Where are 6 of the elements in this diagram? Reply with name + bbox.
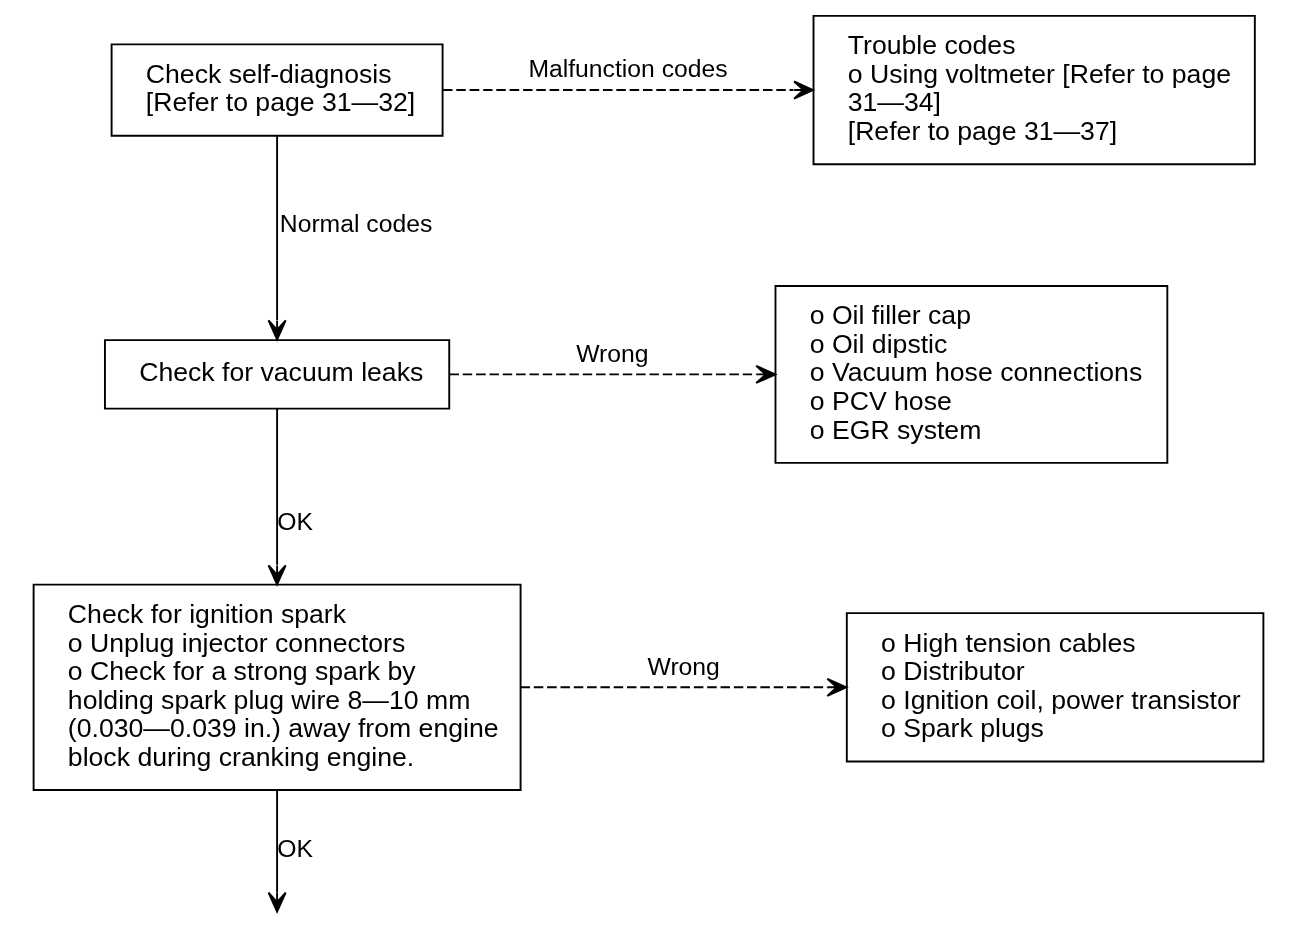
edge-label: Normal codes xyxy=(279,209,433,237)
edge-label: OK xyxy=(277,508,314,536)
edge-label: Wrong xyxy=(647,652,720,680)
edge-label: OK xyxy=(277,835,314,863)
edge-label: Malfunction codes xyxy=(528,55,728,83)
edge-label: Wrong xyxy=(576,339,649,367)
